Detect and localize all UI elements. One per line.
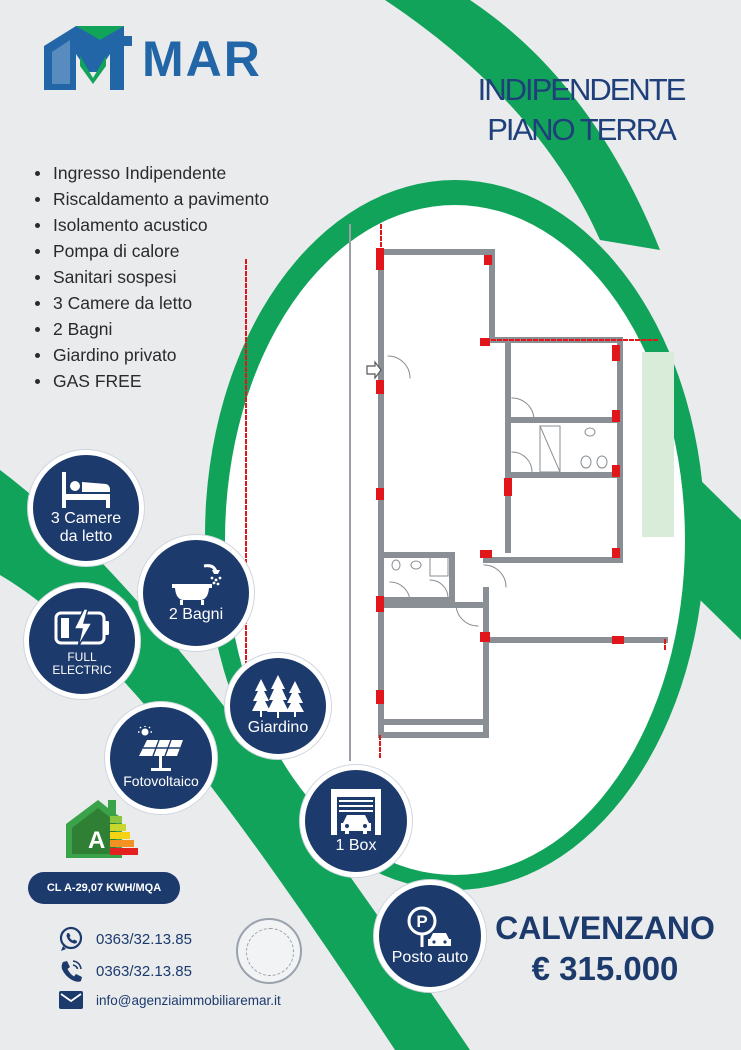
feature-item: GAS FREE [32,368,269,394]
listing-title: INDIPENDENTE PIANO TERRA [451,70,711,150]
badge-solar-label: Fotovoltaico [123,773,199,789]
whatsapp-number: 0363/32.13.85 [96,930,192,948]
energy-class-letter: A [88,827,105,854]
badge-garden: Giardino [225,653,331,759]
whatsapp-contact[interactable]: 0363/32.13.85 [58,926,192,952]
solar-panel-icon [138,726,183,771]
listing-price: € 315.000 [531,950,679,987]
badge-parking: P Posto auto [374,880,486,992]
feature-item: Ingresso Indipendente [32,160,269,186]
parking-icon: P [407,906,451,947]
badge-electric-line-2: ELECTRIC [52,663,112,677]
phone-contact[interactable]: 0363/32.13.85 [58,958,192,984]
house-logo-icon [44,26,132,90]
feature-item: Pompa di calore [32,238,269,264]
whatsapp-icon [59,926,83,951]
badge-bedrooms-line-2: da letto [59,528,113,545]
agency-seal [236,918,302,984]
garage-icon [331,789,381,835]
svg-text:P: P [416,912,427,931]
company-logo: MAR [40,22,320,94]
bathtub-icon [172,564,222,605]
feature-item: Riscaldamento a pavimento [32,186,269,212]
title-line-1: INDIPENDENTE [477,72,687,107]
floor-plan [245,224,674,761]
title-line-2: PIANO TERRA [487,112,677,147]
badge-electric-line-1: FULL [67,650,97,664]
badge-box-label: 1 Box [335,837,377,854]
town-name: CALVENZANO [495,910,715,946]
badge-box: 1 Box [300,765,412,877]
badge-bedrooms-line-1: 3 Camere [50,510,122,527]
email-icon [59,991,83,1009]
feature-item: Isolamento acustico [32,212,269,238]
badge-bedrooms: 3 Camere da letto [28,450,144,566]
battery-icon [54,608,109,648]
feature-item: 2 Bagni [32,316,269,342]
trees-icon [252,675,304,718]
badge-bathrooms: 2 Bagni [138,535,254,651]
email-contact[interactable]: info@agenziaimmobiliaremar.it [58,990,281,1010]
email-address: info@agenziaimmobiliaremar.it [96,992,281,1008]
phone-icon [61,960,82,982]
badge-full-electric: FULL ELECTRIC [24,583,140,699]
badge-garden-label: Giardino [247,719,309,736]
bed-icon [62,472,110,508]
badge-bathrooms-label: 2 Bagni [168,606,224,623]
features-list: Ingresso Indipendente Riscaldamento a pa… [32,160,269,394]
badge-solar: Fotovoltaico [105,702,217,814]
phone-number: 0363/32.13.85 [96,962,192,980]
energy-rating-label: CL A-29,07 KWH/MQA [28,872,180,904]
energy-class-icon: A [66,800,138,858]
feature-item: 3 Camere da letto [32,290,269,316]
badge-parking-label: Posto auto [391,949,469,966]
feature-item: Sanitari sospesi [32,264,269,290]
feature-item: Giardino privato [32,342,269,368]
brand-name: MAR [142,31,262,87]
